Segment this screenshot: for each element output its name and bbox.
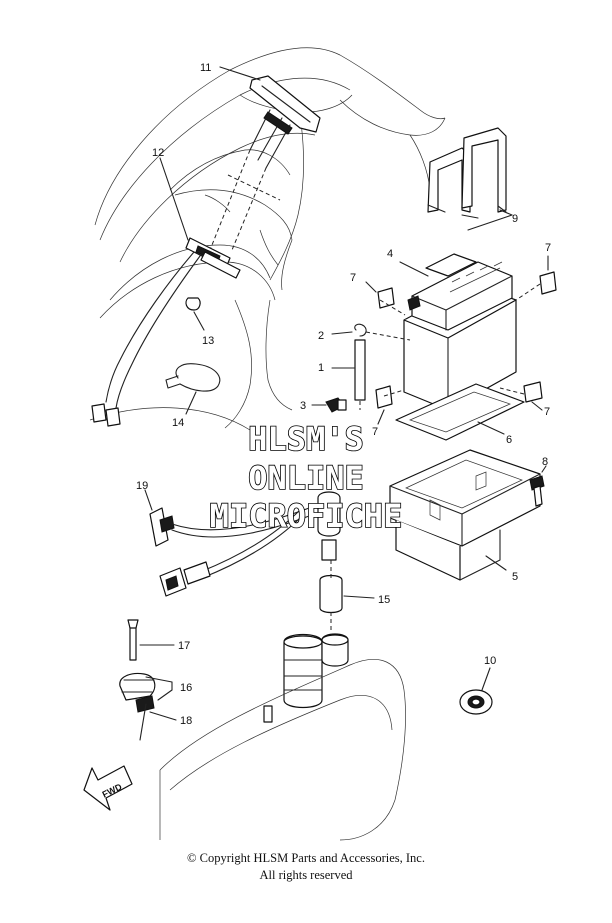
part-7-pads — [365, 255, 557, 425]
part-1-pipe — [331, 339, 366, 401]
callout-12: 12 — [152, 147, 164, 159]
watermark-line-1: HLSM'S — [248, 420, 364, 458]
callout-19: 19 — [136, 480, 148, 492]
fuel-filler-assembly — [283, 633, 349, 709]
callout-9: 9 — [512, 213, 518, 225]
part-2-clip — [331, 323, 367, 337]
callout-3: 3 — [300, 400, 306, 412]
callout-labels: 11 12 13 14 9 4 7 7 2 1 3 7 7 6 8 5 19 1… — [136, 62, 551, 727]
callout-5: 5 — [512, 571, 518, 583]
part-9-battery-bands — [427, 127, 513, 231]
callout-15: 15 — [378, 594, 390, 606]
callout-1: 1 — [318, 362, 324, 374]
part-10-grommet — [459, 667, 493, 715]
part-12-coupler — [159, 157, 241, 279]
part-3-clamp — [311, 397, 347, 413]
callout-11: 11 — [200, 62, 211, 74]
part-19-holder — [144, 489, 331, 597]
copyright-text: © Copyright HLSM Parts and Accessories, … — [187, 851, 425, 865]
part-15-sender — [317, 491, 375, 632]
callout-6: 6 — [506, 434, 512, 446]
part-4-battery — [399, 253, 517, 411]
callout-7-right-bottom: 7 — [544, 406, 550, 418]
callout-13: 13 — [202, 335, 214, 347]
callout-8: 8 — [542, 456, 548, 468]
callout-14: 14 — [172, 417, 184, 429]
callout-10: 10 — [484, 655, 496, 667]
fwd-arrow: FWD — [83, 765, 133, 811]
part-11-bracket — [219, 66, 321, 169]
footer: © Copyright HLSM Parts and Accessories, … — [0, 850, 612, 884]
part-8-bolt — [529, 465, 547, 507]
callout-4: 4 — [387, 248, 393, 260]
callout-16: 16 — [180, 682, 192, 694]
callout-2: 2 — [318, 330, 324, 342]
rights-text: All rights reserved — [259, 868, 353, 882]
callout-18: 18 — [180, 715, 192, 727]
part-16-17-18-bracket — [119, 619, 177, 741]
callout-7-left-top: 7 — [350, 272, 356, 284]
part-6-pad — [395, 383, 525, 441]
part-5-battery-box — [389, 449, 541, 581]
hull-outline — [89, 47, 446, 431]
fuel-tank — [159, 659, 406, 841]
callout-17: 17 — [178, 640, 190, 652]
part-14-band — [165, 363, 221, 415]
part-13-clip — [185, 297, 205, 331]
watermark: HLSM'S ONLINE MICROFICHE — [209, 419, 403, 536]
watermark-line-2: ONLINE — [248, 459, 364, 497]
callout-7-right-top: 7 — [545, 242, 551, 254]
wire-harness — [91, 251, 201, 427]
callout-7-left-bottom: 7 — [372, 426, 378, 438]
watermark-line-3: MICROFICHE — [210, 497, 403, 535]
